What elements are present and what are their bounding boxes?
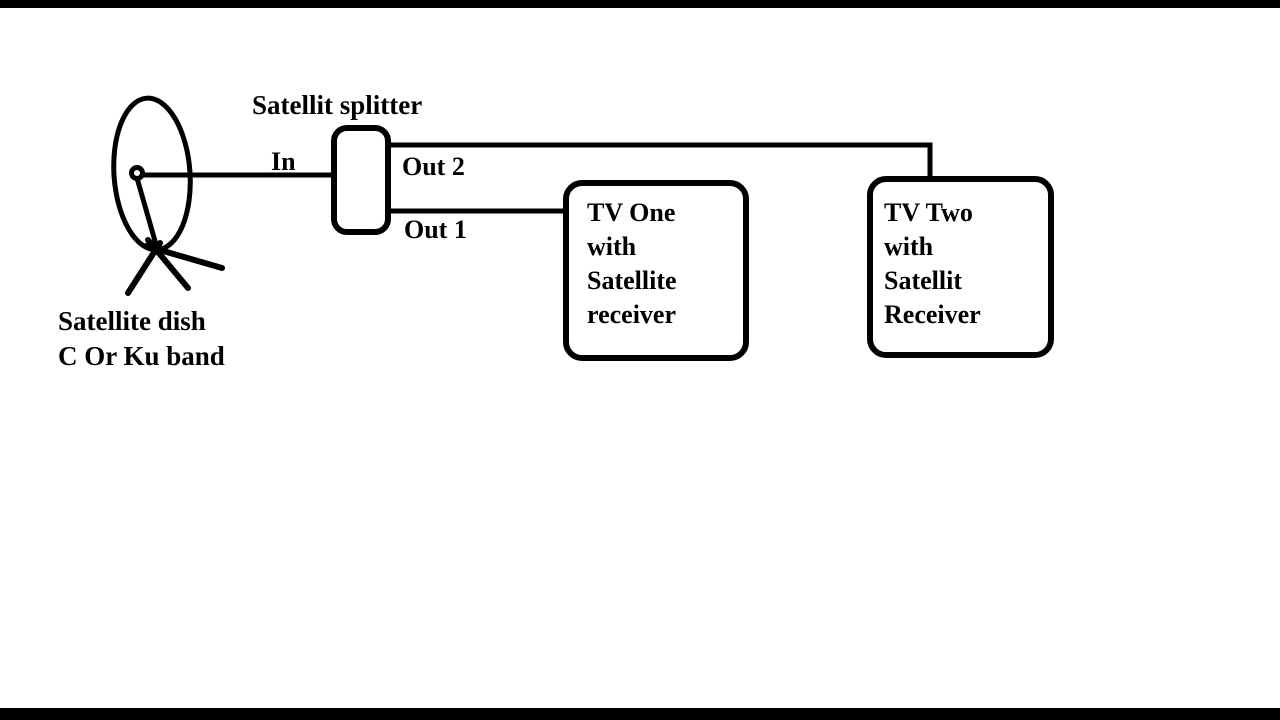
tv-two-box	[867, 176, 1054, 358]
splitter-out2-port-label: Out 2	[402, 152, 465, 181]
letterbox-bar-top	[0, 0, 1280, 8]
satellite-dish-caption: Satellite dish C Or Ku band	[58, 306, 225, 371]
dish-support-arm	[134, 175, 160, 251]
splitter-in-port-label: In	[271, 147, 296, 176]
splitter-out1-port-label: Out 1	[404, 215, 467, 244]
splitter-title-label: Satellit splitter	[252, 90, 423, 120]
diagram-canvas: Satellit splitter In Out 2 Out 1 Satelli…	[0, 8, 1280, 708]
dish-leg-right	[143, 243, 225, 271]
satellite-dish-group	[111, 95, 225, 296]
splitter-body	[331, 125, 391, 235]
letterbox-bar-bottom	[0, 708, 1280, 720]
diagram-vector-layer	[111, 95, 1054, 361]
tv-one-label: TV One with Satellite receiver	[587, 198, 677, 330]
tv-two-label: TV Two with Satellit Receiver	[884, 198, 981, 330]
cable-out2-to-tv-two	[386, 142, 933, 180]
tv-one-box	[563, 180, 749, 361]
